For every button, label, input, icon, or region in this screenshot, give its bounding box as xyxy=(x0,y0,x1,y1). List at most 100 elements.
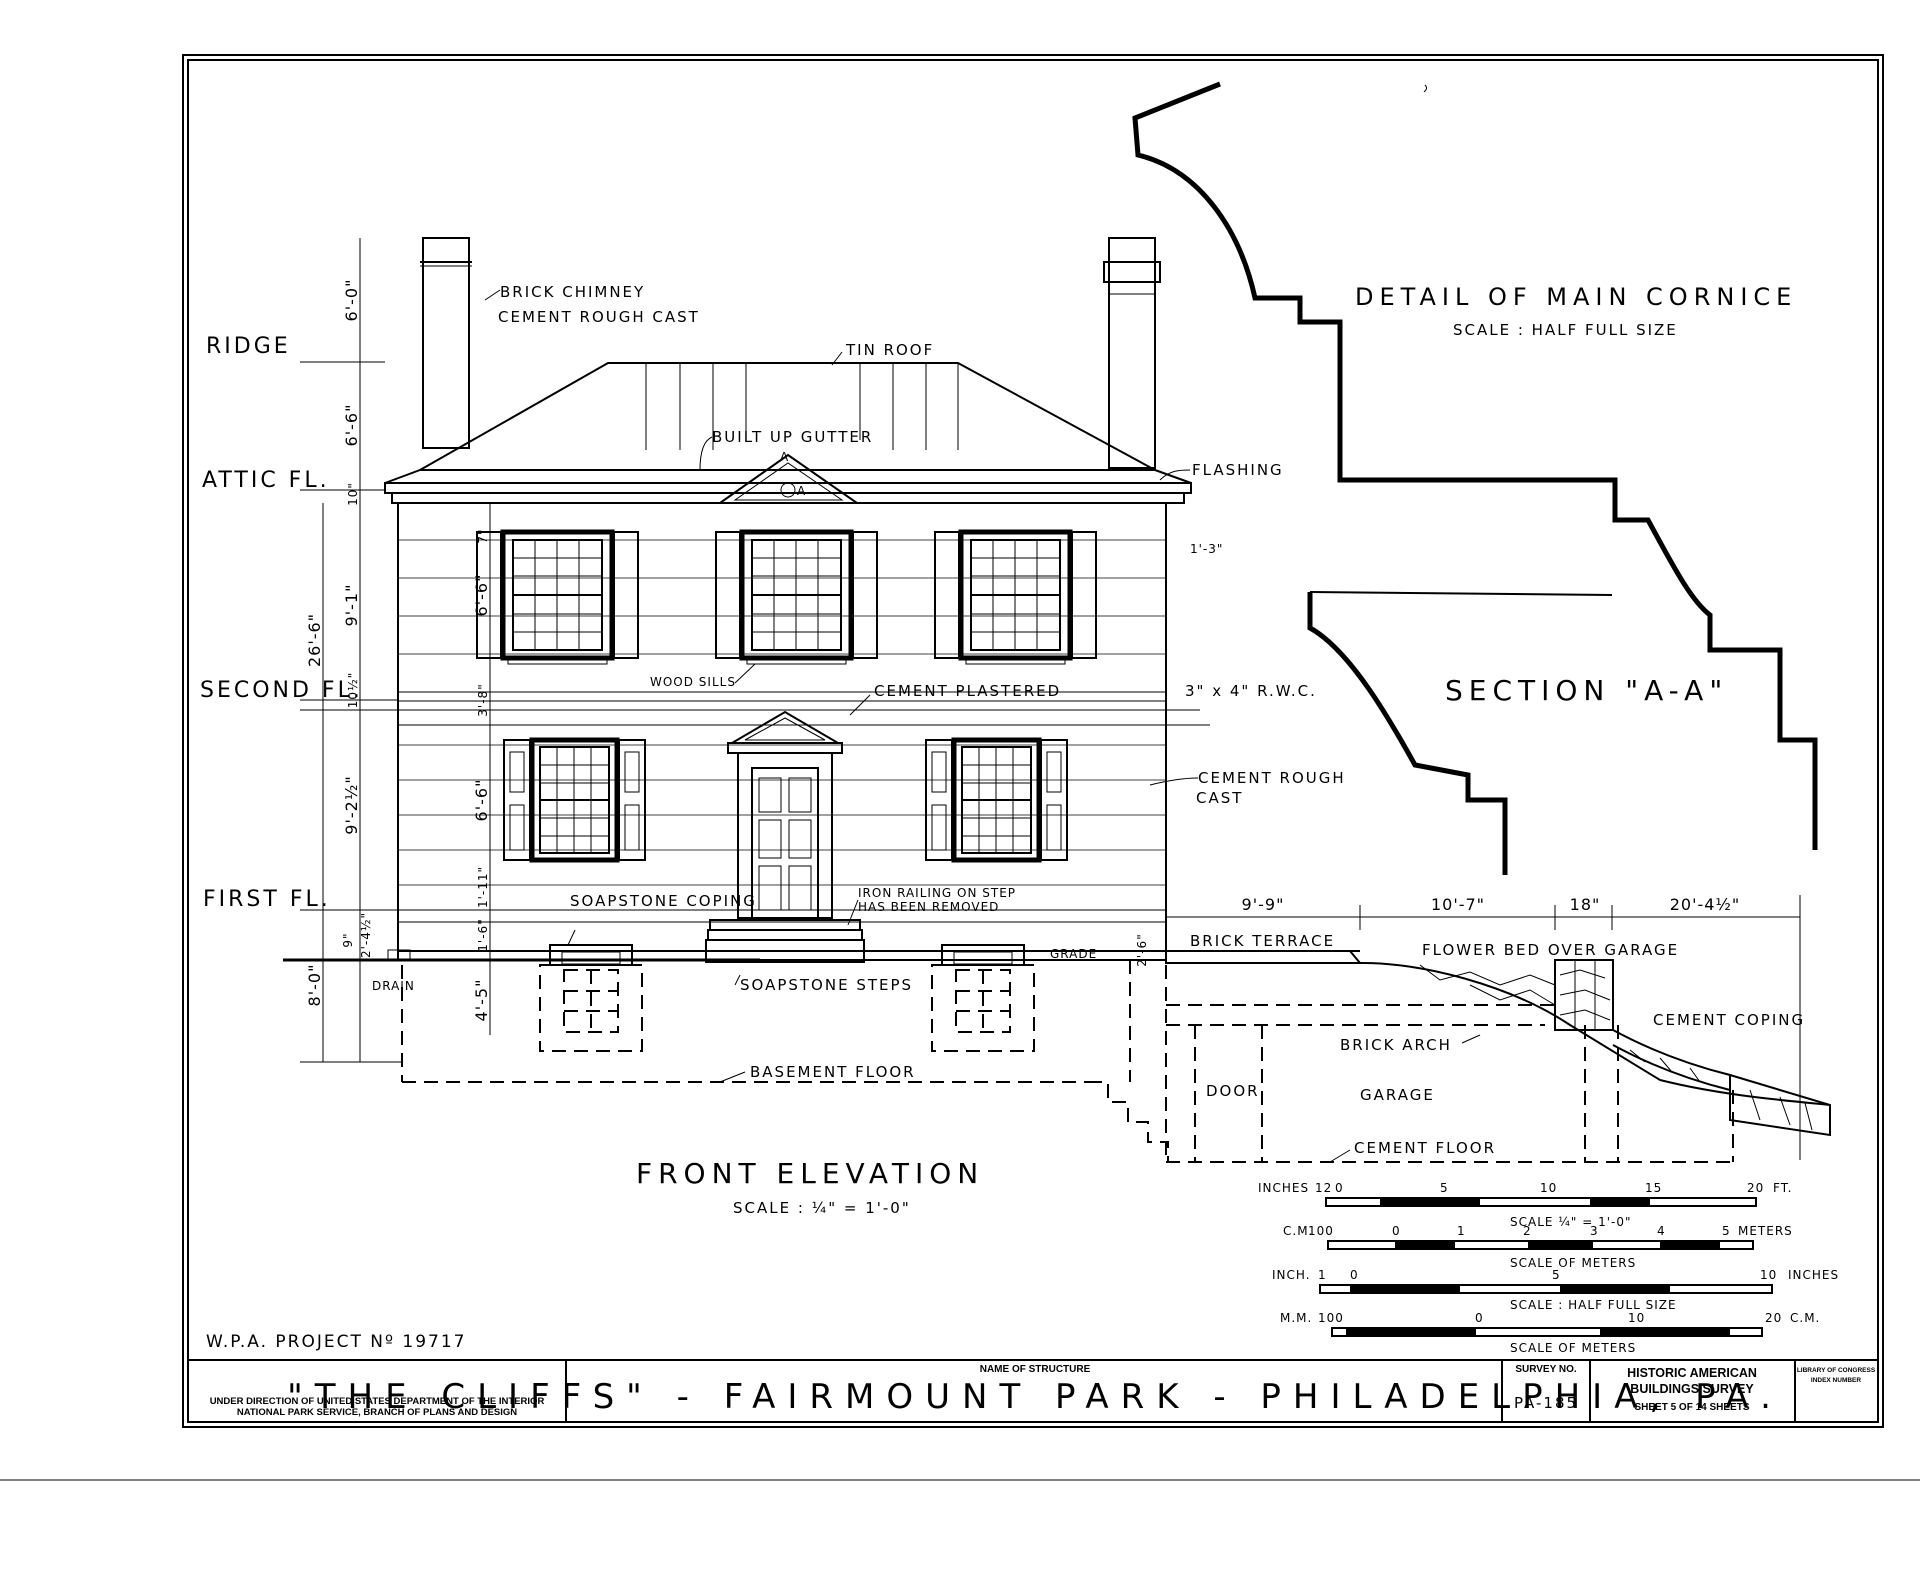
dim-win1: 6'-6" xyxy=(472,779,491,822)
note-pediment: A xyxy=(780,450,789,464)
note-cement-coping: CEMENT COPING xyxy=(1653,1011,1805,1029)
note-soapstone-steps: SOAPSTONE STEPS xyxy=(740,976,913,994)
dim-chimney: 6'-0" xyxy=(342,279,361,322)
front-elevation-drawing xyxy=(283,237,1831,1163)
dim-flowerbed: 10'-7" xyxy=(1431,895,1485,914)
first-floor-windows xyxy=(503,737,1068,863)
dim-attic: 10" xyxy=(346,482,360,506)
note-gutter: BUILT UP GUTTER xyxy=(712,428,873,446)
scale-bar-mm: M.M. 100 0 10 20 C.M. SCALE OF METERS xyxy=(1280,1311,1819,1355)
scale-1-t0: 12 xyxy=(1315,1181,1332,1195)
scale-2-t1: 0 xyxy=(1392,1224,1401,1238)
scale-2-unit: METERS xyxy=(1738,1224,1793,1238)
graphic-scales: INCHES 12 0 5 10 15 20 FT. SCALE ¼" = 1'… xyxy=(1258,1181,1839,1355)
scale-3-t0: 1 xyxy=(1318,1268,1327,1282)
scale-3-t1: 0 xyxy=(1350,1268,1359,1282)
note-brick-terrace: BRICK TERRACE xyxy=(1190,932,1335,950)
section-aa-title: SECTION "A-A" xyxy=(1445,674,1728,707)
habs-line-1: HISTORIC AMERICAN xyxy=(1627,1366,1757,1380)
dim-story2: 9'-1" xyxy=(342,584,361,627)
scale-3-left: INCH. xyxy=(1272,1268,1311,1282)
note-wall-cast-1: CEMENT ROUGH xyxy=(1198,769,1346,787)
level-ridge: RIDGE xyxy=(206,334,291,359)
scale-2-t0: 100 xyxy=(1308,1224,1334,1238)
house-wall xyxy=(387,502,1210,961)
brick-terrace-drawing xyxy=(1166,950,1361,964)
dim-roof: 6'-6" xyxy=(342,404,361,447)
note-brick-arch: BRICK ARCH xyxy=(1340,1036,1452,1054)
scale-1-t2: 5 xyxy=(1440,1181,1449,1195)
dim-win2: 6'-6" xyxy=(472,574,491,617)
elevation-scale: SCALE : ¼" = 1'-0" xyxy=(733,1199,911,1217)
dim-head2: 7" xyxy=(476,528,490,543)
right-chimney xyxy=(1103,237,1161,469)
dim-base-a: 9" xyxy=(341,932,355,947)
window-2-right xyxy=(934,529,1097,665)
dim-base-b: 2'-4½" xyxy=(359,912,373,958)
note-flashing: FLASHING xyxy=(1192,461,1284,479)
scale-2-t5: 4 xyxy=(1657,1224,1666,1238)
note-flower-bed: FLOWER BED OVER GARAGE xyxy=(1422,941,1679,959)
dim-door-sill: 1'-11" xyxy=(476,866,490,908)
survey-label: SURVEY NO. xyxy=(1515,1364,1577,1375)
scale-1-t5: 20 xyxy=(1747,1181,1764,1195)
direction-line-2: NATIONAL PARK SERVICE, BRANCH OF PLANS A… xyxy=(237,1407,517,1418)
scale-2-t2: 1 xyxy=(1457,1224,1466,1238)
scale-2-caption: SCALE OF METERS xyxy=(1510,1256,1636,1270)
dimension-texts: 6'-0" 6'-6" 10" 26'-6" 7" 6'-6" 9'-1" 10… xyxy=(305,279,1223,1022)
note-chimney-cast: CEMENT ROUGH CAST xyxy=(498,308,700,326)
window-2-center xyxy=(715,529,878,665)
note-soapstone-coping: SOAPSTONE COPING xyxy=(570,892,757,910)
horizontal-dimensions: 9'-9" 10'-7" 18" 20'-4½" xyxy=(1166,895,1801,1160)
scale-4-t3: 20 xyxy=(1765,1311,1782,1325)
scale-1-t1: 0 xyxy=(1335,1181,1344,1195)
level-first: FIRST FL. xyxy=(203,887,331,912)
scale-4-t2: 10 xyxy=(1628,1311,1645,1325)
scale-4-t1: 0 xyxy=(1475,1311,1484,1325)
window-2-left xyxy=(476,529,639,665)
scale-2-t4: 3 xyxy=(1590,1224,1599,1238)
direction-line-1: UNDER DIRECTION OF UNITED STATES DEPARTM… xyxy=(210,1396,545,1407)
annotations: BRICK CHIMNEY CEMENT ROUGH CAST TIN ROOF… xyxy=(372,283,1805,1163)
scale-3-unit: INCHES xyxy=(1788,1268,1839,1282)
loc-line-1: LIBRARY OF CONGRESS xyxy=(1797,1367,1876,1374)
window-1-left xyxy=(503,737,646,863)
scale-2-t6: 5 xyxy=(1722,1224,1731,1238)
elevation-title: FRONT ELEVATION xyxy=(636,1157,984,1190)
cornice-detail: DETAIL OF MAIN CORNICE SCALE : HALF FULL… xyxy=(1132,81,1818,875)
note-pediment-sub: A xyxy=(797,484,806,498)
scale-2-t3: 2 xyxy=(1523,1224,1532,1238)
scale-bar-feet: INCHES 12 0 5 10 15 20 FT. SCALE ¼" = 1'… xyxy=(1258,1181,1792,1229)
level-labels: RIDGE ATTIC FL. SECOND FL. FIRST FL. xyxy=(200,334,363,912)
dim-wall: 18" xyxy=(1570,895,1601,914)
dim-overall: 26'-6" xyxy=(305,613,324,667)
level-second: SECOND FL. xyxy=(200,678,363,703)
structure-name: "THE CLIFFS" - FAIRMOUNT PARK - PHILADEL… xyxy=(287,1377,1783,1417)
survey-number: PA-185 xyxy=(1514,1394,1578,1412)
dim-foundation: 8'-0" xyxy=(305,964,324,1007)
scale-3-t2: 5 xyxy=(1552,1268,1561,1282)
scale-1-unit: FT. xyxy=(1773,1181,1792,1195)
dim-overhang: 1'-3" xyxy=(1190,542,1223,556)
grade-line xyxy=(283,958,1831,1106)
cornice-scale: SCALE : HALF FULL SIZE xyxy=(1453,321,1678,339)
title-block: UNDER DIRECTION OF UNITED STATES DEPARTM… xyxy=(188,1359,1878,1422)
scale-bar-inches: INCH. 1 0 5 10 INCHES SCALE : HALF FULL … xyxy=(1272,1268,1839,1312)
note-iron-railing-2: HAS BEEN REMOVED xyxy=(858,900,999,914)
dim-story1: 9'-2½" xyxy=(342,775,361,834)
scale-3-t3: 10 xyxy=(1760,1268,1777,1282)
scale-bar-meters: C.M. 100 0 1 2 3 4 5 METERS SCALE OF MET… xyxy=(1283,1224,1793,1270)
note-wall-cast-2: CAST xyxy=(1196,789,1243,807)
dim-base-c: 1'-6" xyxy=(476,918,490,951)
note-grade: GRADE xyxy=(1050,947,1097,961)
note-cement-plastered: CEMENT PLASTERED xyxy=(874,682,1061,700)
note-door: DOOR xyxy=(1206,1082,1260,1100)
elevation-title-block: FRONT ELEVATION SCALE : ¼" = 1'-0" xyxy=(636,1157,984,1217)
scale-1-left: INCHES xyxy=(1258,1181,1309,1195)
scale-1-caption: SCALE ¼" = 1'-0" xyxy=(1510,1215,1632,1229)
vertical-dimension-lines xyxy=(300,238,491,1063)
note-drain: DRAIN xyxy=(372,979,415,993)
note-wood-sills: WOOD SILLS xyxy=(650,675,736,689)
name-label: NAME OF STRUCTURE xyxy=(980,1364,1091,1375)
